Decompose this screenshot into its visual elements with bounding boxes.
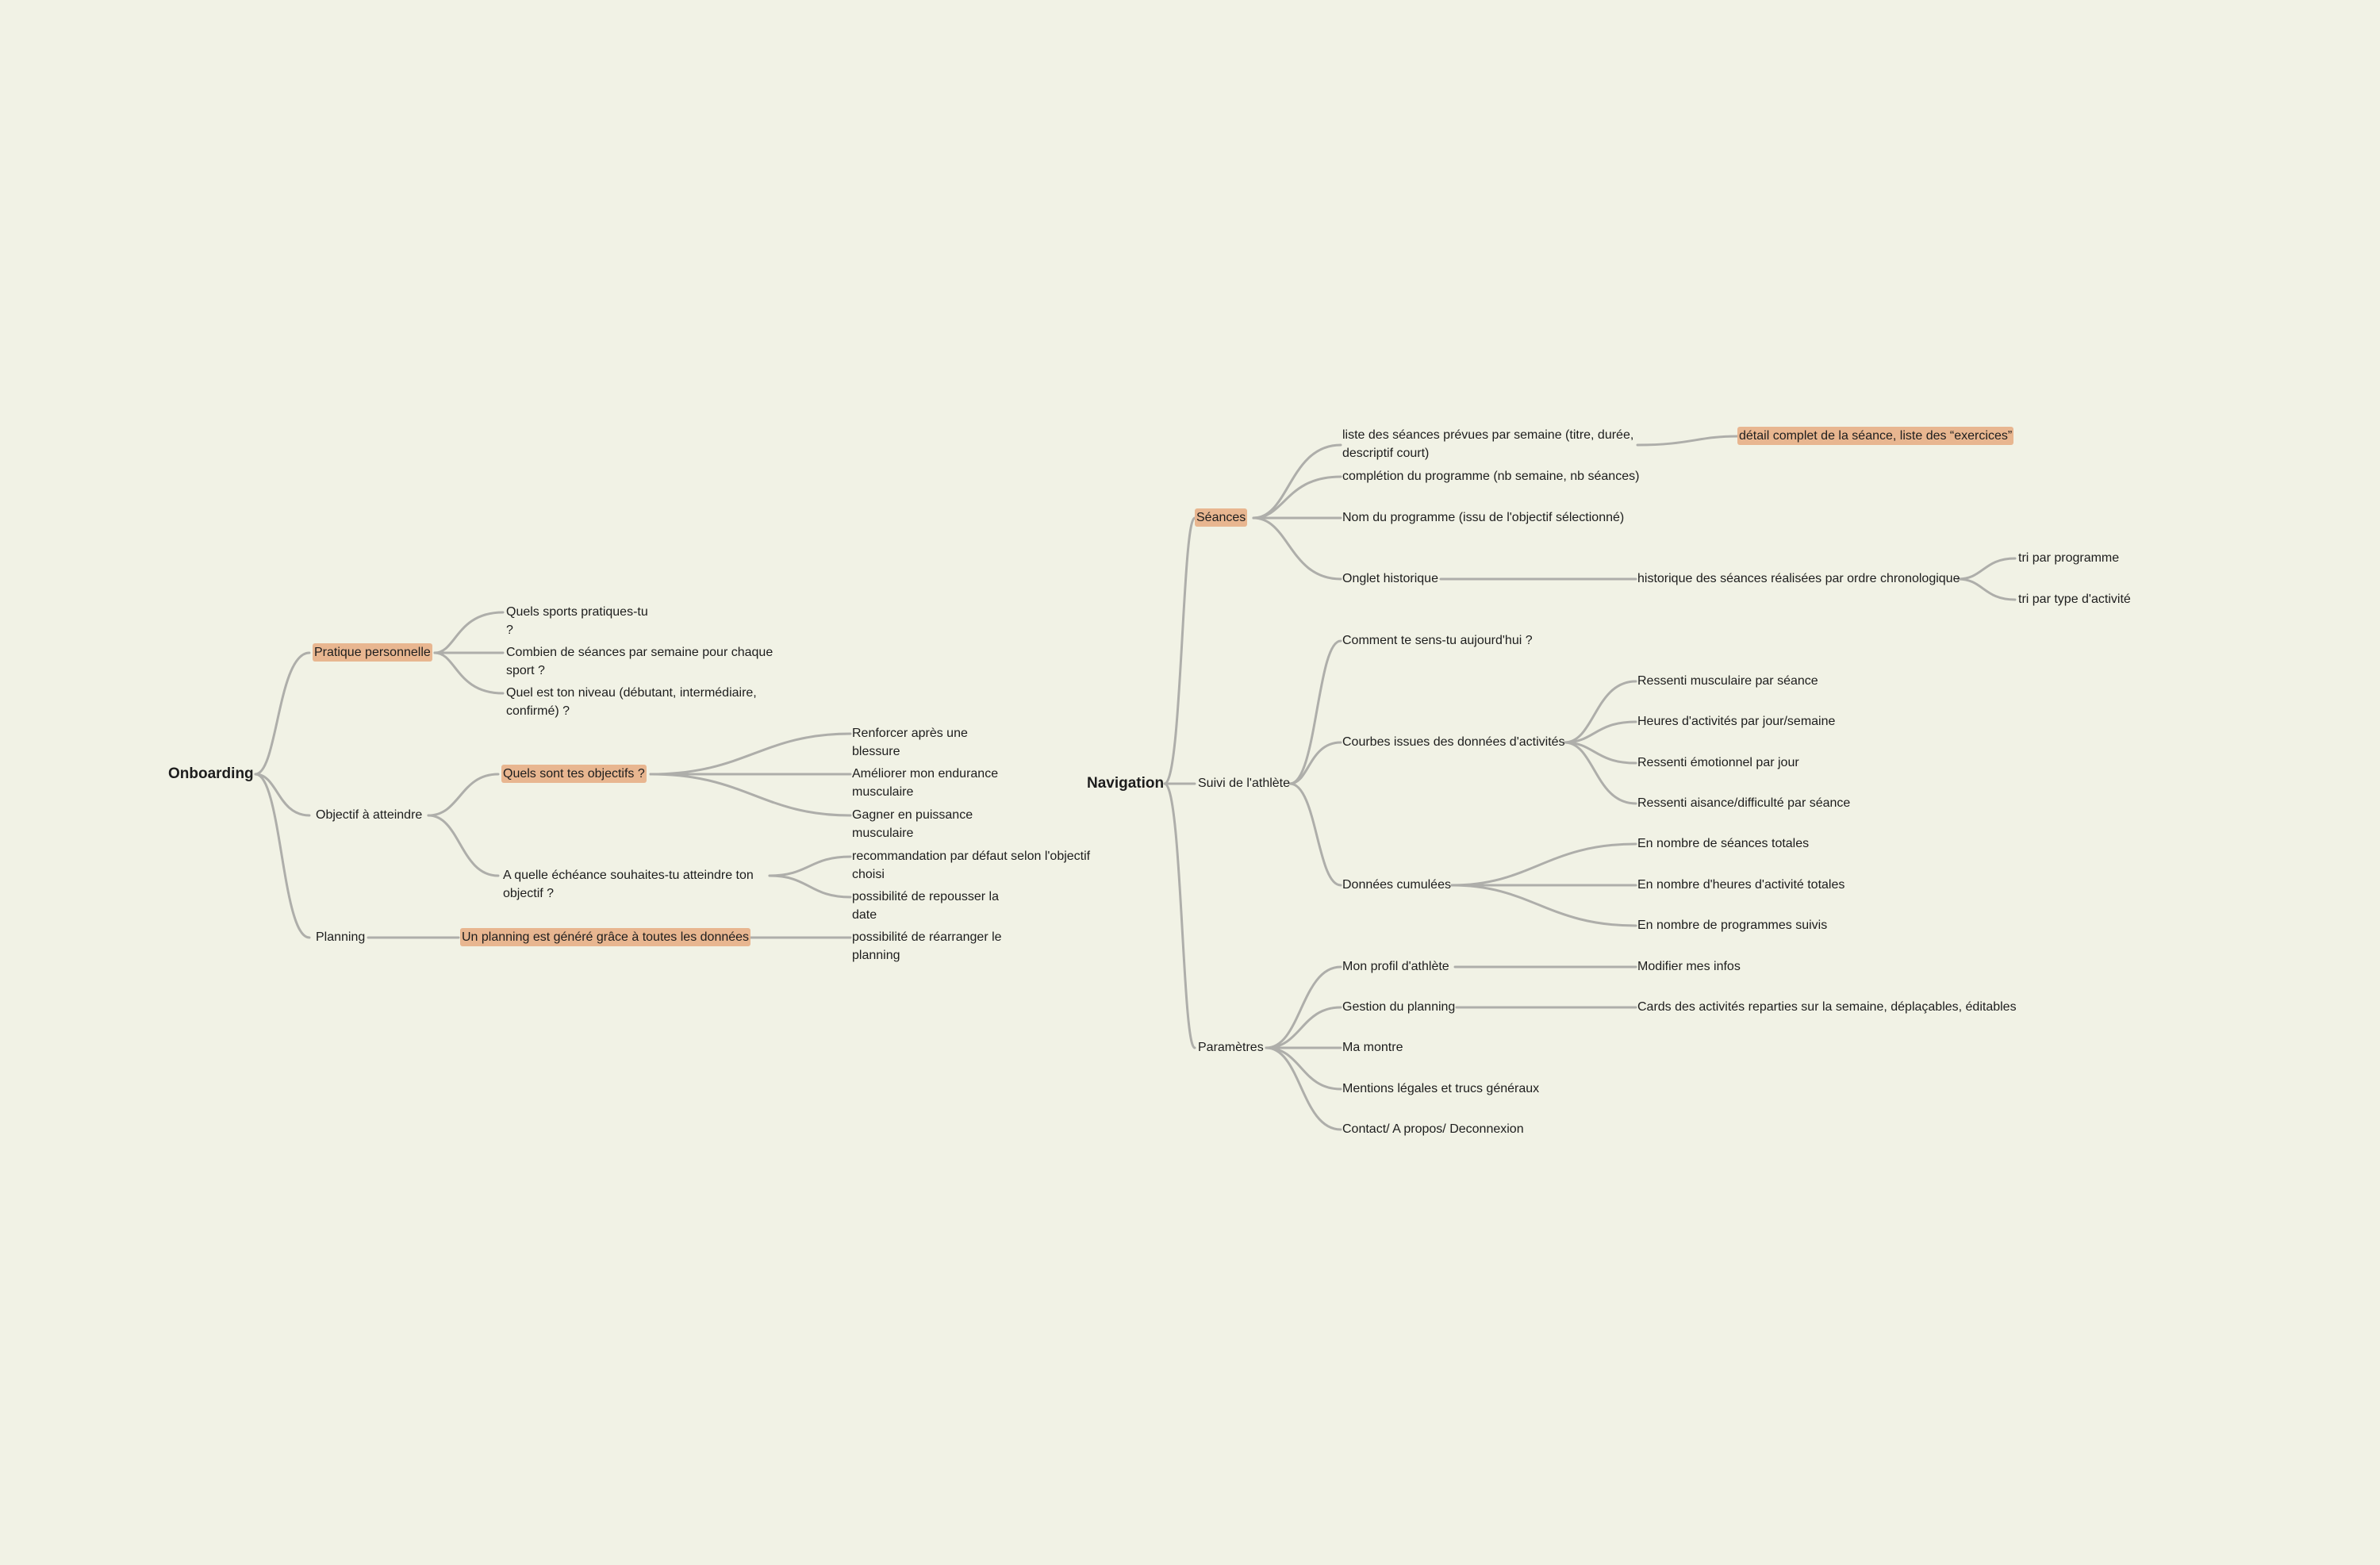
sort-program-node[interactable]: tri par programme: [2018, 551, 2120, 565]
cumulative-node[interactable]: Données cumulées: [1342, 878, 1451, 892]
session-detail-node[interactable]: détail complet de la séance, liste des “…: [1737, 427, 2014, 445]
curves-node[interactable]: Courbes issues des données d'activités: [1342, 735, 1565, 749]
contact-node[interactable]: Contact/ A propos/ Deconnexion: [1342, 1122, 1524, 1136]
legal-node[interactable]: Mentions légales et trucs généraux: [1342, 1082, 1540, 1095]
pratique-personnelle-node[interactable]: Pratique personnelle: [313, 643, 432, 662]
planning-cards-node[interactable]: Cards des activités reparties sur la sem…: [1637, 1000, 2017, 1014]
parametres-node[interactable]: Paramètres: [1198, 1041, 1264, 1054]
planning-generated-node[interactable]: Un planning est généré grâce à toutes le…: [460, 928, 751, 946]
planning-rearrange-node[interactable]: possibilité de réarranger le planning: [852, 930, 1002, 962]
feeling-question-node[interactable]: Comment te sens-tu aujourd'hui ?: [1342, 634, 1533, 647]
athlete-profile-node[interactable]: Mon profil d'athlète: [1342, 960, 1449, 973]
curve-hours-node[interactable]: Heures d'activités par jour/semaine: [1637, 715, 1836, 728]
watch-node[interactable]: Ma montre: [1342, 1041, 1403, 1054]
deadline-question-node[interactable]: A quelle échéance souhaites-tu atteindre…: [503, 869, 754, 900]
edit-info-node[interactable]: Modifier mes infos: [1637, 960, 1741, 973]
goal-power-node[interactable]: Gagner en puissance musculaire: [852, 808, 973, 840]
deadline-default-node[interactable]: recommandation par défaut selon l'object…: [852, 850, 1091, 881]
deadline-postpone-node[interactable]: possibilité de repousser la date: [852, 890, 999, 922]
navigation-root[interactable]: Navigation: [1087, 775, 1165, 792]
sports-question-node[interactable]: Quels sports pratiques-tu ?: [506, 605, 648, 637]
cumulative-sessions-node[interactable]: En nombre de séances totales: [1637, 837, 1810, 850]
suivi-node[interactable]: Suivi de l'athlète: [1198, 777, 1291, 790]
cumulative-hours-node[interactable]: En nombre d'heures d'activité totales: [1637, 878, 1845, 892]
seances-node[interactable]: Séances: [1195, 508, 1248, 527]
goal-endurance-node[interactable]: Améliorer mon endurance musculaire: [852, 767, 999, 799]
sessions-question-node[interactable]: Combien de séances par semaine pour chaq…: [506, 646, 774, 677]
weekly-list-node[interactable]: liste des séances prévues par semaine (t…: [1342, 428, 1634, 460]
program-name-node[interactable]: Nom du programme (issu de l'objectif sél…: [1342, 511, 1625, 524]
goal-injury-node[interactable]: Renforcer après une blessure: [852, 727, 968, 758]
objectif-node[interactable]: Objectif à atteindre: [316, 808, 423, 822]
planning-node[interactable]: Planning: [316, 930, 366, 944]
planning-management-node[interactable]: Gestion du planning: [1342, 1000, 1456, 1014]
history-node[interactable]: historique des séances réalisées par ord…: [1637, 572, 1960, 585]
objectives-question-node[interactable]: Quels sont tes objectifs ?: [501, 765, 647, 783]
curve-muscle-node[interactable]: Ressenti musculaire par séance: [1637, 674, 1818, 688]
cumulative-programs-node[interactable]: En nombre de programmes suivis: [1637, 919, 1828, 932]
curve-emotion-node[interactable]: Ressenti émotionnel par jour: [1637, 756, 1799, 769]
history-tab-node[interactable]: Onglet historique: [1342, 572, 1438, 585]
onboarding-root[interactable]: Onboarding: [168, 765, 254, 782]
curve-difficulty-node[interactable]: Ressenti aisance/difficulté par séance: [1637, 796, 1851, 810]
level-question-node[interactable]: Quel est ton niveau (débutant, intermédi…: [506, 686, 757, 718]
program-completion-node[interactable]: complétion du programme (nb semaine, nb …: [1342, 470, 1640, 483]
sort-type-node[interactable]: tri par type d'activité: [2018, 593, 2131, 606]
